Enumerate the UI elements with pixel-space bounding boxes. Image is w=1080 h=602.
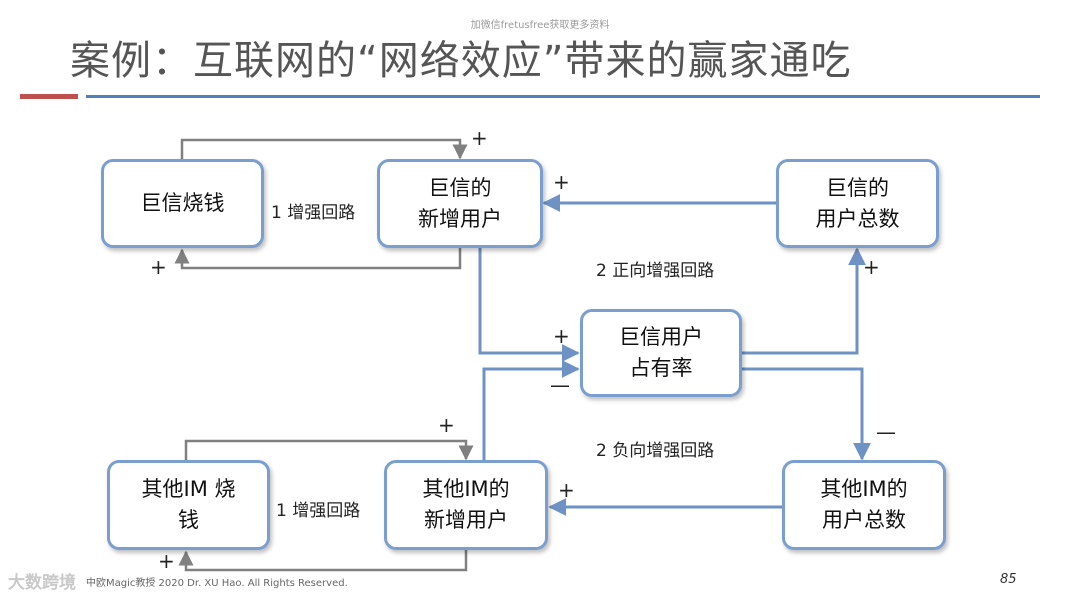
loop-top-lower-arrow <box>174 248 462 270</box>
arrow-new-jx-to-share <box>478 248 580 362</box>
node-jx-burn: 巨信烧钱 <box>101 159 264 248</box>
loop-bottom-upper-arrow <box>184 439 474 461</box>
label-positive-loop: 2 正向增强回路 <box>596 261 715 281</box>
sign-plus: + <box>150 255 167 279</box>
sign-minus: — <box>550 373 570 397</box>
label-top-reinforcing-loop: 1 增强回路 <box>271 203 356 223</box>
node-jx-user-share: 巨信用户 占有率 <box>580 309 742 397</box>
node-im-burn: 其他IM 烧 钱 <box>107 460 270 550</box>
slide-title: 案例：互联网的“网络效应”带来的赢家通吃 <box>70 38 852 84</box>
arrow-share-to-total-im <box>742 367 871 461</box>
node-jx-new-users: 巨信的 新增用户 <box>377 159 543 248</box>
top-watermark: 加微信fretusfree获取更多资料 <box>470 20 610 31</box>
sign-plus: + <box>553 170 570 194</box>
sign-plus: + <box>553 324 570 348</box>
sign-plus: + <box>863 255 880 279</box>
sign-plus: + <box>158 549 175 573</box>
sign-plus: + <box>438 413 455 437</box>
arrow-new-im-to-share <box>482 360 580 460</box>
arrow-share-to-total-jx <box>742 247 866 355</box>
sign-plus: + <box>471 126 488 150</box>
label-negative-loop: 2 负向增强回路 <box>596 441 715 461</box>
title-rule-red <box>20 94 78 99</box>
sign-plus: + <box>558 478 575 502</box>
node-im-total-users: 其他IM的 用户总数 <box>782 460 946 550</box>
loop-top-upper-arrow <box>180 138 468 160</box>
label-bottom-reinforcing-loop: 1 增强回路 <box>276 501 361 521</box>
node-im-new-users: 其他IM的 新增用户 <box>384 460 548 550</box>
brand-logo-watermark: 大数跨境 <box>8 573 76 593</box>
title-rule-blue <box>86 95 1040 98</box>
copyright-footer: 中欧Magic教授 2020 Dr. XU Hao. All Rights Re… <box>86 578 348 589</box>
loop-bottom-lower-arrow <box>178 550 468 572</box>
sign-minus: — <box>876 420 896 444</box>
page-number: 85 <box>1000 572 1017 587</box>
node-jx-total-users: 巨信的 用户总数 <box>776 159 939 248</box>
